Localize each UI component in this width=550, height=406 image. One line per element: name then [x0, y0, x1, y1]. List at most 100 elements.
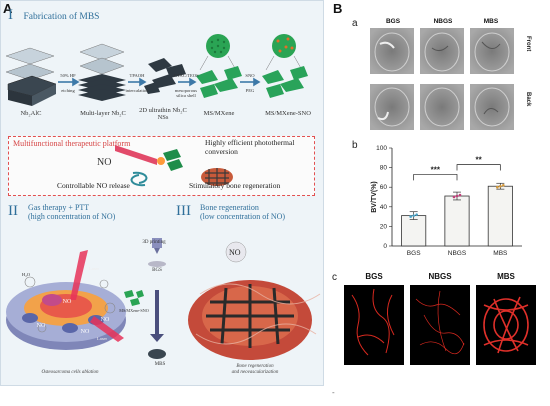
nanosheets-icon	[144, 58, 186, 94]
bone-regen-text: Stimulatory bone regeneration	[189, 181, 281, 190]
no-tag-1: NO	[36, 323, 46, 329]
y-tick-label: 20	[380, 223, 388, 230]
bar	[444, 195, 470, 247]
section-i-title: Fabrication of MBS	[23, 12, 100, 22]
caption-right-2: and neovascularization	[231, 370, 279, 375]
no-tag-2: NO	[80, 329, 90, 335]
laser-label-top: Laser	[88, 266, 100, 271]
green-sheets-icon	[124, 290, 144, 306]
msmx-label: MS/MXene-SNO	[119, 308, 149, 313]
platform-svg	[115, 145, 233, 187]
arrow-1-bottom: etching	[61, 88, 75, 93]
section-i-header: I Fabrication of MBS	[8, 6, 99, 24]
arrow-1-top: 50% HF	[60, 73, 76, 78]
vessel-image-bgs	[344, 285, 404, 365]
arrow-2-bottom: intercalation	[125, 88, 149, 93]
caption-right-1: Bone regeneration	[236, 364, 274, 369]
section-iii-header: III	[176, 202, 191, 220]
laser-label-bottom: Laser	[96, 336, 108, 341]
photothermal-text: Highly efficient photothermal conversion	[205, 138, 295, 156]
ct-back-bgs	[370, 84, 414, 130]
no-tag-5: NO	[229, 248, 241, 257]
panel-c-label: c	[332, 272, 337, 283]
vascular-images	[344, 285, 536, 365]
process-arrows	[58, 77, 261, 87]
x-tick-label: BGS	[407, 250, 421, 257]
section-ii-roman: II	[8, 203, 18, 219]
significance-bracket	[456, 164, 501, 171]
x-tick-label: MBS	[493, 250, 508, 257]
row-label-front: Front	[525, 36, 531, 52]
step-1-name: Nb₂AlC	[20, 110, 42, 117]
y-tick-label: 0	[383, 243, 387, 250]
data-point	[502, 183, 505, 187]
fabrication-steps-svg	[5, 34, 308, 106]
printing-label: 3D printing	[142, 240, 166, 245]
data-point	[458, 193, 462, 197]
panel-a-schematic: I Fabrication of MBS	[0, 0, 324, 386]
data-point	[455, 194, 459, 198]
nb2alc-crystal-icon	[5, 47, 57, 106]
platform-box: Multifunctional therapeutic platform	[8, 136, 315, 196]
significance-label: ***	[431, 165, 441, 174]
ct-front-mbs	[470, 28, 514, 74]
laser-beam-icon	[115, 145, 165, 165]
ms-mxene-icon	[196, 34, 242, 98]
ct-front-bgs	[370, 28, 414, 74]
laser-beams-icon	[70, 250, 124, 342]
vessel-col-mbs: MBS	[497, 272, 515, 281]
significance-bracket	[413, 174, 458, 181]
bgs-label: BGS	[152, 268, 162, 273]
ct-front-nbgs	[420, 28, 464, 74]
osteosarcoma-disc-icon	[6, 282, 126, 350]
multilayer-nb2c-icon	[78, 43, 126, 101]
x-tick-label: NBGS	[448, 250, 467, 257]
therapy-illustration-svg	[6, 238, 321, 360]
bubble-icons	[24, 276, 116, 333]
data-point	[409, 215, 412, 218]
significance-label: **	[476, 156, 483, 165]
nanosheet-target-icon	[163, 149, 183, 171]
micro-ct-grid	[370, 28, 514, 130]
bone-scaffold-icon	[201, 168, 233, 186]
section-i-roman: I	[8, 7, 13, 23]
section-ii-title: Gas therapy + PTT (high concentration of…	[28, 203, 115, 221]
caption-right: Bone regeneration and neovascularization	[210, 364, 300, 376]
ms-mxene-sno-icon	[262, 34, 308, 98]
mbs-scaffold-small-icon	[148, 349, 166, 359]
step-4-name: MS/MXene	[203, 110, 235, 117]
data-point	[496, 185, 499, 189]
section-iii-title: Bone regeneration (low concentration of …	[200, 203, 285, 221]
ct-back-mbs	[470, 84, 514, 130]
data-point	[499, 184, 502, 188]
row-label-back: Back	[525, 92, 531, 107]
section-ii-title-2: (high concentration of NO)	[28, 212, 116, 221]
3d-printer-icon	[148, 238, 166, 267]
vessel-col-nbgs: NBGS	[428, 272, 452, 281]
arrow-3-top: CTAC/TEOS	[174, 73, 199, 78]
panel-ba-label: a	[352, 18, 358, 29]
ct-col-mbs: MBS	[483, 18, 499, 25]
vessel-image-nbgs	[410, 285, 470, 365]
step-3-name: 2D ultrathin Nb₂C NSs	[139, 107, 187, 121]
h2o-label: H₂O	[21, 272, 31, 277]
mbs-label: MBS	[154, 362, 166, 367]
ct-col-bgs: BGS	[385, 18, 401, 25]
no-tag-4: NO	[100, 317, 110, 323]
bar	[401, 215, 427, 247]
no-symbol: NO	[97, 157, 112, 168]
section-ii-header: II	[8, 202, 18, 220]
y-tick-label: 60	[380, 184, 388, 191]
section-iii-roman: III	[176, 203, 191, 219]
no-release-text: Controllable NO release	[57, 181, 130, 190]
y-tick-label: 100	[376, 145, 387, 152]
vessel-image-mbs	[476, 285, 536, 365]
arrow-4-bottom: PEG	[245, 88, 255, 93]
section-ii-title-1: Gas therapy + PTT	[28, 203, 90, 212]
panel-bb-label: b	[352, 140, 358, 151]
arrow-2-top: TPAOH	[129, 73, 145, 78]
arrow-3-bottom: mesoporous silica shell	[174, 88, 198, 98]
down-arrow-icon	[150, 290, 164, 342]
release-cycle-icon	[130, 171, 148, 187]
